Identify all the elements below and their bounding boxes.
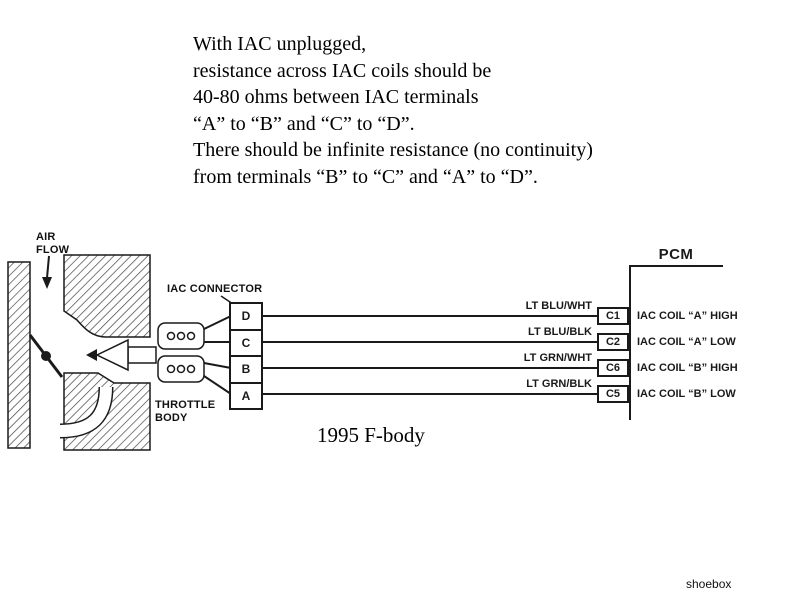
iac-terminal-a: A: [241, 388, 251, 403]
coil-function-label: IAC COIL “A” LOW: [637, 336, 736, 348]
air-flow-label: AIR FLOW: [36, 231, 70, 256]
wire-line: [263, 315, 598, 317]
pcm-boundary-line: [629, 267, 631, 420]
iac-connector-block: D C B A: [229, 302, 263, 410]
wire-line: [263, 393, 598, 395]
credit-text: shoebox: [686, 577, 732, 591]
wire-line: [263, 367, 598, 369]
iac-terminal-d: D: [231, 304, 261, 331]
iac-pintle-valve: [86, 338, 157, 372]
iac-terminal-b: B: [231, 357, 261, 384]
instruction-line: With IAC unplugged,: [193, 33, 367, 55]
instruction-line: “A” to “B” and “C” to “D”.: [193, 112, 415, 135]
diagram-caption: 1995 F-body: [317, 423, 425, 447]
instruction-line: 40-80 ohms between IAC terminals: [193, 86, 479, 108]
pcm-pin-box: C5: [597, 385, 629, 403]
wire-line: [263, 341, 598, 343]
air-duct-wall: [7, 261, 31, 449]
wire-color-label: LT BLU/BLK: [528, 326, 592, 338]
coil-function-label: IAC COIL “B” HIGH: [637, 362, 738, 374]
iac-connector-housing: [157, 322, 205, 383]
wire-color-label: LT BLU/WHT: [525, 300, 592, 312]
pcm-pin-box: C6: [597, 359, 629, 377]
iac-connector-label: IAC CONNECTOR: [167, 283, 263, 295]
throttle-body-upper-casting: [63, 254, 151, 338]
pcm-pin-box: C1: [597, 307, 629, 325]
iac-terminal-c: C: [231, 331, 261, 357]
pcm-underline: [629, 265, 723, 267]
instruction-line: from terminals “B” to “C” and “A” to “D”…: [193, 165, 538, 188]
pcm-pin-box: C2: [597, 333, 629, 351]
instruction-line: resistance across IAC coils should be: [193, 59, 492, 82]
instructions-text: With IAC unplugged, resistance across IA…: [193, 31, 633, 190]
idle-air-passage-bore: [59, 386, 112, 437]
coil-function-label: IAC COIL “B” LOW: [637, 388, 736, 400]
coil-function-label: IAC COIL “A” HIGH: [637, 310, 738, 322]
wire-color-label: LT GRN/WHT: [523, 352, 592, 364]
air-flow-arrow-icon: [42, 255, 52, 289]
pcm-label: PCM: [658, 246, 694, 263]
wire-color-label: LT GRN/BLK: [526, 378, 592, 390]
throttle-body-drawing: [7, 254, 234, 451]
throttle-plate: [28, 334, 64, 378]
instruction-line: There should be infinite resistance (no …: [193, 139, 593, 161]
connector-lead-lines: [203, 315, 232, 395]
throttle-body-label: THROTTLE BODY: [155, 399, 216, 424]
